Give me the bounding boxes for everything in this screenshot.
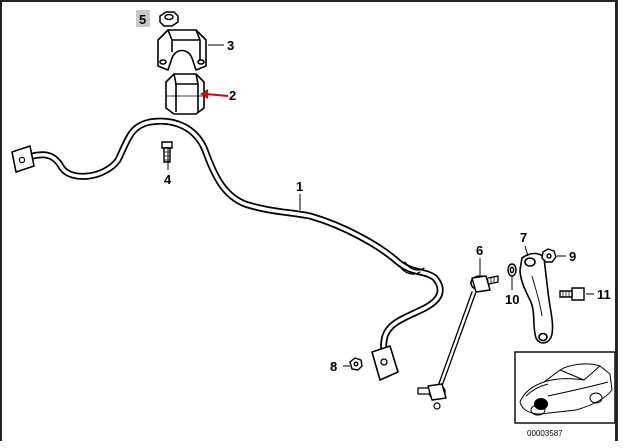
callout-5: 5 [139,12,146,27]
callout-1: 1 [296,179,303,194]
callout-labels: 5 3 2 4 1 6 7 9 10 11 8 [136,10,611,374]
rubber-bushing [165,73,205,115]
callout-2: 2 [229,88,236,103]
callout-11: 11 [597,287,611,302]
stabilizer-bar [11,117,444,381]
reference-number: 00003587 [527,429,563,438]
bracket-clamp [157,29,207,71]
callout-9: 9 [569,249,576,264]
bolt-part-11 [559,287,585,301]
vehicle-location-inset: 00003587 [514,351,616,438]
callout-6: 6 [476,243,483,258]
stabilizer-link [417,275,499,410]
car-outline [519,363,613,416]
nut-part-9 [541,248,557,263]
nut-part-8 [349,357,363,371]
callout-8: 8 [330,359,337,374]
leader-lines [167,44,594,367]
diagram-frame [0,0,618,441]
washer-part-10 [507,263,517,277]
callout-3: 3 [227,38,234,53]
location-marker [534,398,548,410]
callout-7: 7 [520,230,527,245]
callout-5-highlight [136,10,150,27]
callout-10: 10 [505,292,519,307]
highlight-arrow [200,89,229,99]
nut-part-5 [159,11,179,27]
callout-4: 4 [164,172,172,187]
